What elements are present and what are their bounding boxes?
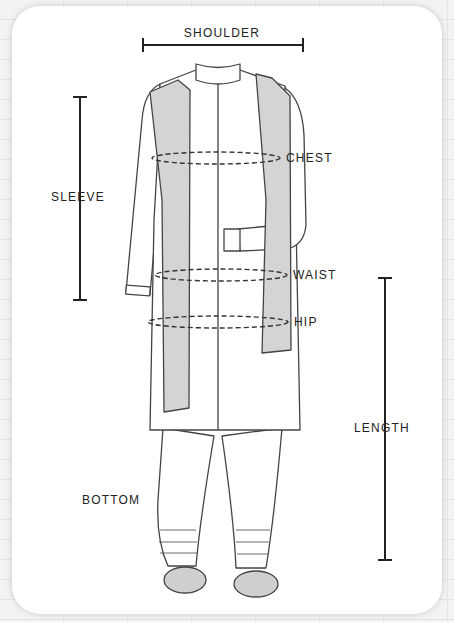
measure-label: BOTTOM xyxy=(82,493,140,507)
measure-label: HIP xyxy=(294,315,318,329)
measure-label: SHOULDER xyxy=(184,26,260,40)
measure-label: SLEEVE xyxy=(51,190,105,204)
measure-label: LENGTH xyxy=(354,421,410,435)
measure-label: CHEST xyxy=(286,151,333,165)
measure-label: WAIST xyxy=(293,268,337,282)
